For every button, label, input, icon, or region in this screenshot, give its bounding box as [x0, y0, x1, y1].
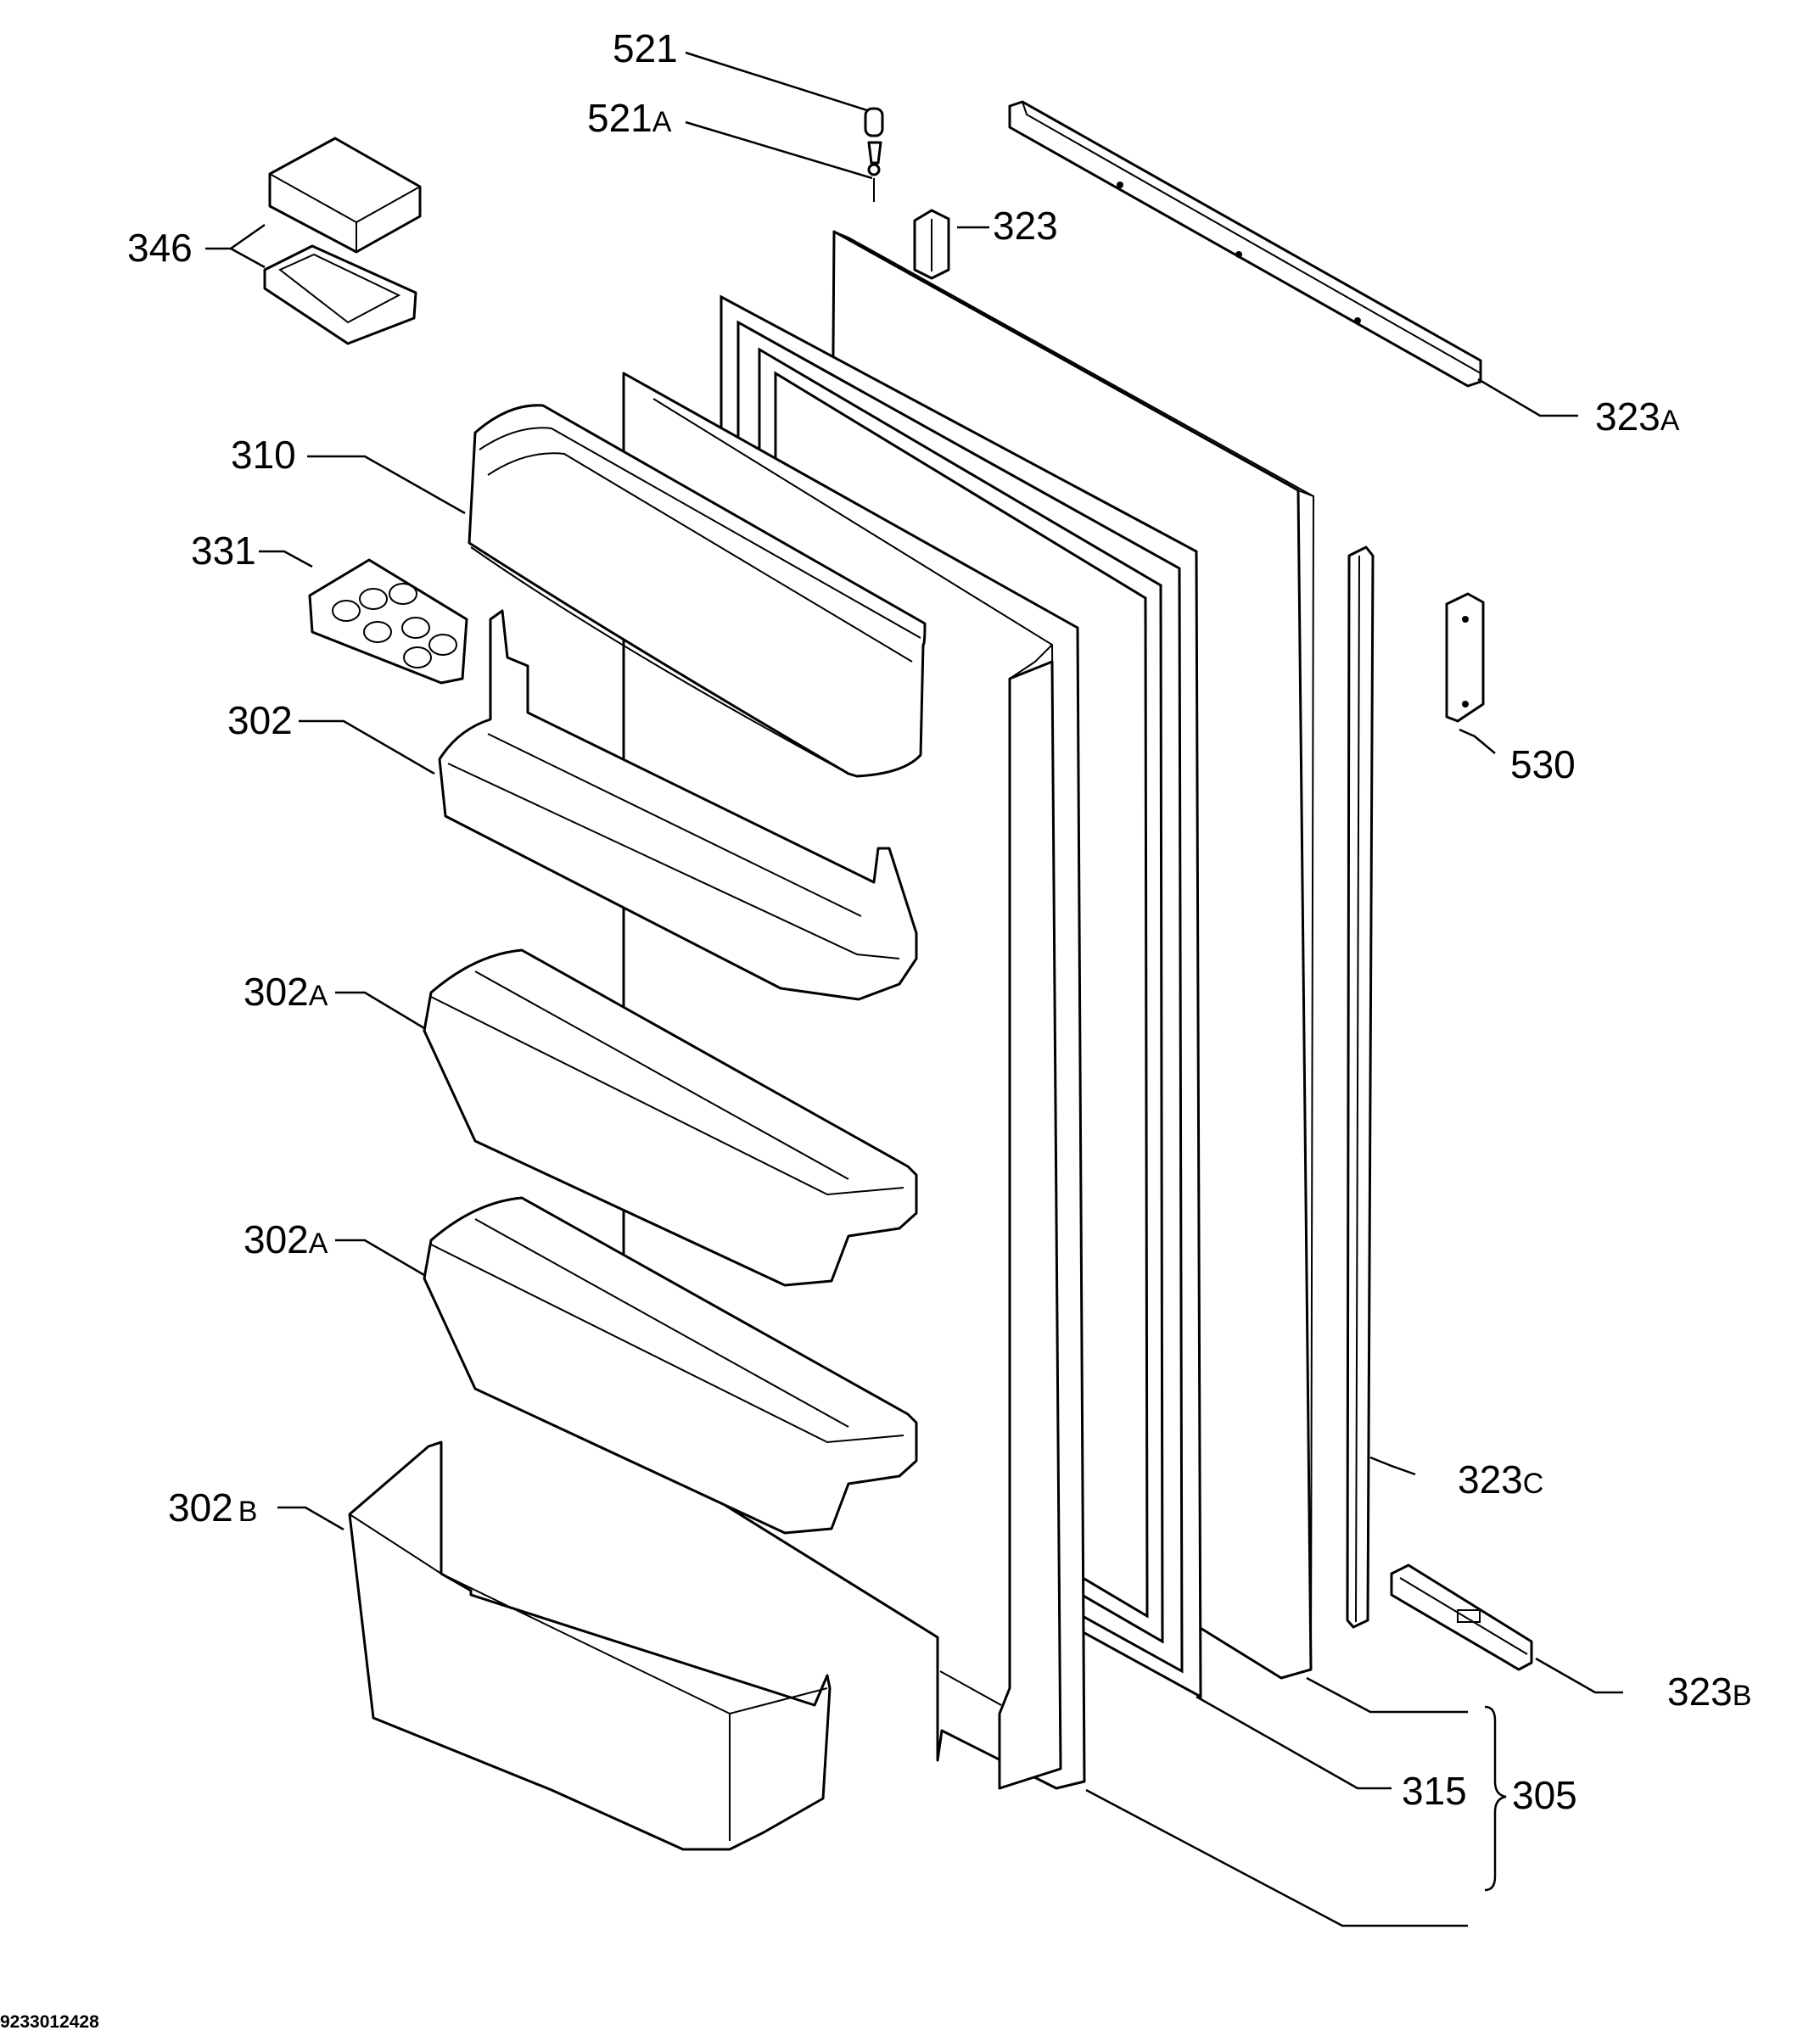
- label-521a: 521A: [587, 96, 672, 140]
- hinge-pin: [864, 107, 884, 202]
- label-521: 521: [613, 26, 678, 70]
- label-305: 305: [1512, 1773, 1577, 1817]
- drawing-reference-number: 9233012428: [0, 2012, 99, 2032]
- top-hinge-bracket: [913, 209, 950, 280]
- door-shelf-a-upper: [423, 948, 918, 1287]
- top-trim-rail: [1008, 100, 1482, 388]
- egg-tray: [308, 558, 468, 685]
- door-shelf-a-lower: [423, 1196, 918, 1535]
- label-302a-lower: 302A: [244, 1217, 328, 1261]
- door-shelf: [438, 609, 918, 1001]
- hinge-plate: [1445, 592, 1485, 723]
- label-346: 346: [127, 226, 193, 270]
- label-331: 331: [191, 529, 256, 573]
- butter-compartment: [263, 137, 422, 345]
- label-315: 315: [1402, 1769, 1467, 1813]
- label-323a: 323A: [1595, 394, 1680, 439]
- label-302a-upper: 302A: [244, 970, 328, 1014]
- door-shelf-b: [348, 1440, 832, 1851]
- bottom-trim-rail: [1390, 1563, 1533, 1671]
- label-310: 310: [231, 433, 296, 477]
- label-323b: 323B: [1667, 1670, 1751, 1714]
- side-trim-rail: [1346, 545, 1375, 1629]
- label-323c: 323C: [1458, 1457, 1543, 1502]
- label-323: 323: [993, 204, 1058, 248]
- leader-lines: [205, 51, 1623, 1927]
- label-302: 302: [227, 698, 293, 742]
- dairy-compartment-lid: [468, 404, 927, 778]
- label-530: 530: [1510, 742, 1576, 786]
